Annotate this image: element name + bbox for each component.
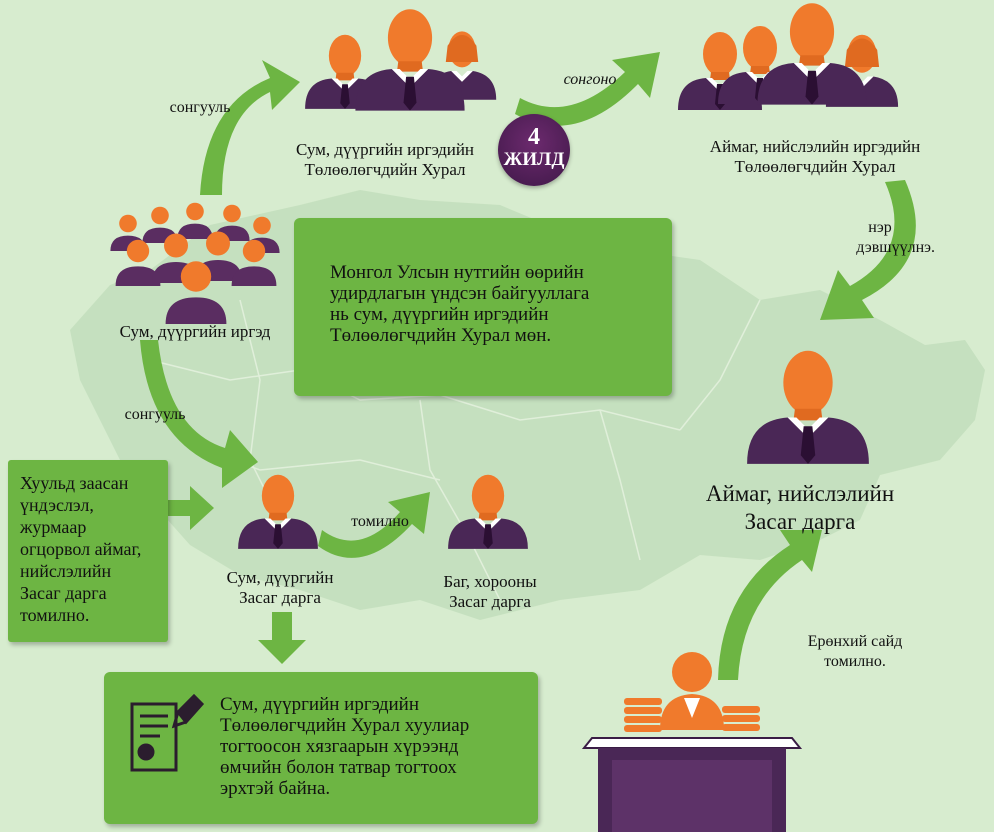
center-info-box: Монгол Улсын нутгийн өөрийн удирдлагын ү… [294, 218, 672, 396]
sum-governor-label: Сум, дүүргийн Засаг дарга [200, 568, 360, 608]
center-line-4: Төлөөлөгчдийн Хурал мөн. [330, 325, 552, 346]
sum-khural-label: Сум, дүүргийн иргэдийн Төлөөлөгчдийн Хур… [265, 140, 505, 180]
edge-elect-mid: сонгууль [124, 406, 186, 423]
left-line-3: журмаар [20, 517, 87, 537]
aimag-governor-line1: Аймаг, нийслэлийн [705, 481, 895, 506]
edge-selects: сонгоно [563, 71, 617, 88]
prime-minister-desk [581, 652, 803, 832]
edge-pm-appoints: Ерөнхий сайд томилно. [790, 632, 920, 672]
term-badge-number: 4 [528, 124, 540, 150]
aimag-khural-line1: Аймаг, нийслэлийн иргэдийн [709, 137, 921, 156]
sum-citizens-label: Сум, дүүргийн иргэд [119, 322, 271, 341]
aimag-governor-line2: Засаг дарга [744, 509, 856, 534]
bottom-line-3: тогтоосон хязгаарын хүрээнд [220, 736, 459, 757]
bag-governor-line1: Баг, хорооны [443, 572, 537, 591]
aimag-khural-line2: Төлөөлөгчдийн Хурал [734, 157, 896, 176]
center-line-1: Монгол Улсын нутгийн өөрийн [330, 262, 584, 283]
bottom-line-5: эрхтэй байна. [220, 778, 331, 799]
bag-governor-line2: Засаг дарга [449, 592, 531, 611]
bottom-info-text: Сум, дүүргийн иргэдийн Төлөөлөгчдийн Хур… [220, 694, 469, 799]
left-line-4: огцорвол аймаг, [20, 539, 142, 559]
aimag-governor-label: Аймаг, нийслэлийн Засаг дарга [675, 480, 925, 536]
left-info-text: Хуульд заасан үндэслэл, журмаар огцорвол… [20, 472, 141, 626]
edge-pm-appoints-line2: томилно. [824, 653, 886, 670]
contract-icon-overlay [130, 693, 205, 772]
center-info-text: Монгол Улсын нутгийн өөрийн удирдлагын ү… [330, 262, 589, 346]
edge-nominates-line2: дэвшүүлнэ. [856, 239, 935, 256]
sum-governor-line1: Сум, дүүргийн [226, 568, 334, 587]
term-badge-unit: жилд [503, 149, 565, 170]
edge-nominates: нэр дэвшүүлнэ. [825, 218, 935, 258]
term-badge: 4 жилд [498, 114, 570, 186]
left-line-2: үндэслэл, [20, 495, 94, 515]
bag-governor-label: Баг, хорооны Засаг дарга [415, 572, 565, 612]
left-info-box: Хуульд заасан үндэслэл, журмаар огцорвол… [8, 460, 168, 642]
edge-elect-top: сонгууль [169, 99, 231, 116]
edge-nominates-line1: нэр [868, 219, 892, 236]
edge-pm-appoints-line1: Ерөнхий сайд [807, 633, 903, 650]
left-line-1: Хуульд заасан [20, 473, 129, 493]
aimag-khural-label: Аймаг, нийслэлийн иргэдийн Төлөөлөгчдийн… [675, 137, 955, 177]
bottom-line-2: Төлөөлөгчдийн Хурал хуулиар [220, 715, 470, 736]
center-line-2: удирдлагын үндсэн байгууллага [330, 283, 590, 304]
left-line-6: Засаг дарга [20, 583, 107, 603]
sum-khural-line2: Төлөөлөгчдийн Хурал [304, 160, 466, 179]
edge-appoints: томилно [351, 513, 409, 530]
bottom-line-1: Сум, дүүргийн иргэдийн [220, 694, 419, 715]
sum-khural-line1: Сум, дүүргийн иргэдийн [295, 140, 475, 159]
bottom-line-4: өмчийн болон татвар тогтоох [220, 757, 457, 778]
sum-governor-line2: Засаг дарга [239, 588, 321, 607]
center-line-3: нь сум, дүүргийн иргэдийн [330, 304, 549, 325]
left-line-7: томилно. [20, 605, 90, 625]
left-line-5: нийслэлийн [20, 561, 112, 581]
